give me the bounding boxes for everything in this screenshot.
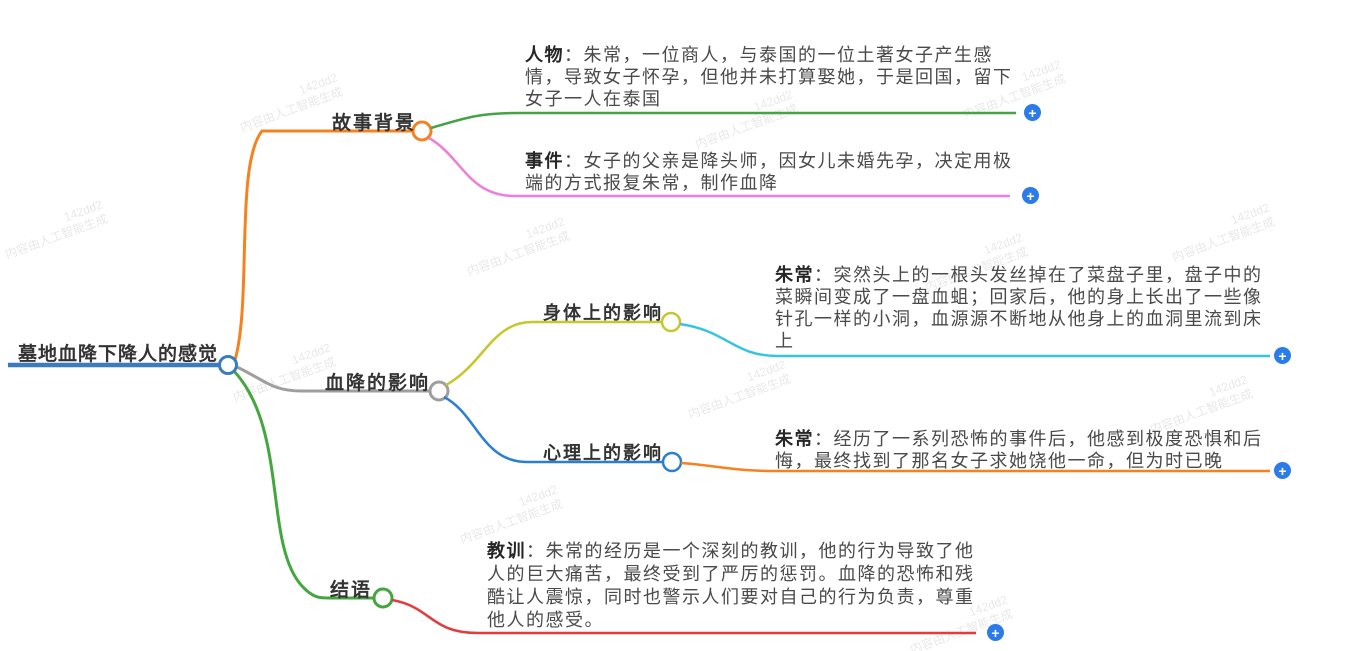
- root-node[interactable]: 墓地血降下降人的感觉: [17, 344, 218, 365]
- leaf-node-physical-detail[interactable]: 朱常：突然头上的一根头发丝掉在了菜盘子里，盘子中的 菜瞬间变成了一盘血蛆；回家后…: [775, 264, 1287, 352]
- leaf-title: 朱常: [775, 429, 814, 449]
- leaf-node-lesson[interactable]: 教训：朱常的经历是一个深刻的教训，他的行为导致了他 人的巨大痛苦，最终受到了严厉…: [487, 540, 999, 632]
- subbranch-node-physical-effects[interactable]: 身体上的影响: [543, 303, 663, 323]
- leaf-node-event[interactable]: 事件：女子的父亲是降头师，因女儿未婚先孕，决定用极 端的方式报复朱常，制作血降: [525, 150, 1037, 194]
- leaf-body: ：朱常，一位商人，与泰国的一位土著女子产生感 情，导致女子怀孕，但他并未打算娶她…: [525, 45, 1013, 109]
- plus-icon[interactable]: +: [1274, 347, 1291, 364]
- leaf-node-mental-detail[interactable]: 朱常：经历了一系列恐怖的事件后，他感到极度恐惧和后 悔，最终找到了那名女子求她饶…: [775, 428, 1287, 472]
- leaf-title: 事件: [525, 151, 564, 171]
- leaf-title: 人物: [525, 45, 564, 65]
- plus-icon[interactable]: +: [987, 624, 1004, 641]
- leaf-title: 教训: [487, 541, 526, 561]
- leaf-node-person[interactable]: 人物：朱常，一位商人，与泰国的一位土著女子产生感 情，导致女子怀孕，但他并未打算…: [525, 44, 1037, 110]
- subbranch-node-mental-effects[interactable]: 心理上的影响: [543, 443, 663, 463]
- branch-node-story-background[interactable]: 故事背景: [332, 113, 417, 134]
- leaf-title: 朱常: [775, 265, 814, 285]
- branch-node-conclusion[interactable]: 结语: [330, 580, 373, 601]
- leaf-body: ：经历了一系列恐怖的事件后，他感到极度恐惧和后 悔，最终找到了那名女子求她饶他一…: [775, 429, 1263, 471]
- plus-icon[interactable]: +: [1022, 187, 1039, 204]
- branch-node-blood-curse-effects[interactable]: 血降的影响: [325, 373, 431, 394]
- leaf-body: ：女子的父亲是降头师，因女儿未婚先孕，决定用极 端的方式报复朱常，制作血降: [525, 151, 1013, 193]
- plus-icon[interactable]: +: [1274, 462, 1291, 479]
- leaf-body: ：突然头上的一根头发丝掉在了菜盘子里，盘子中的 菜瞬间变成了一盘血蛆；回家后，他…: [775, 265, 1263, 351]
- leaf-body: ：朱常的经历是一个深刻的教训，他的行为导致了他 人的巨大痛苦，最终受到了严厉的惩…: [487, 541, 975, 630]
- plus-icon[interactable]: +: [1024, 104, 1041, 121]
